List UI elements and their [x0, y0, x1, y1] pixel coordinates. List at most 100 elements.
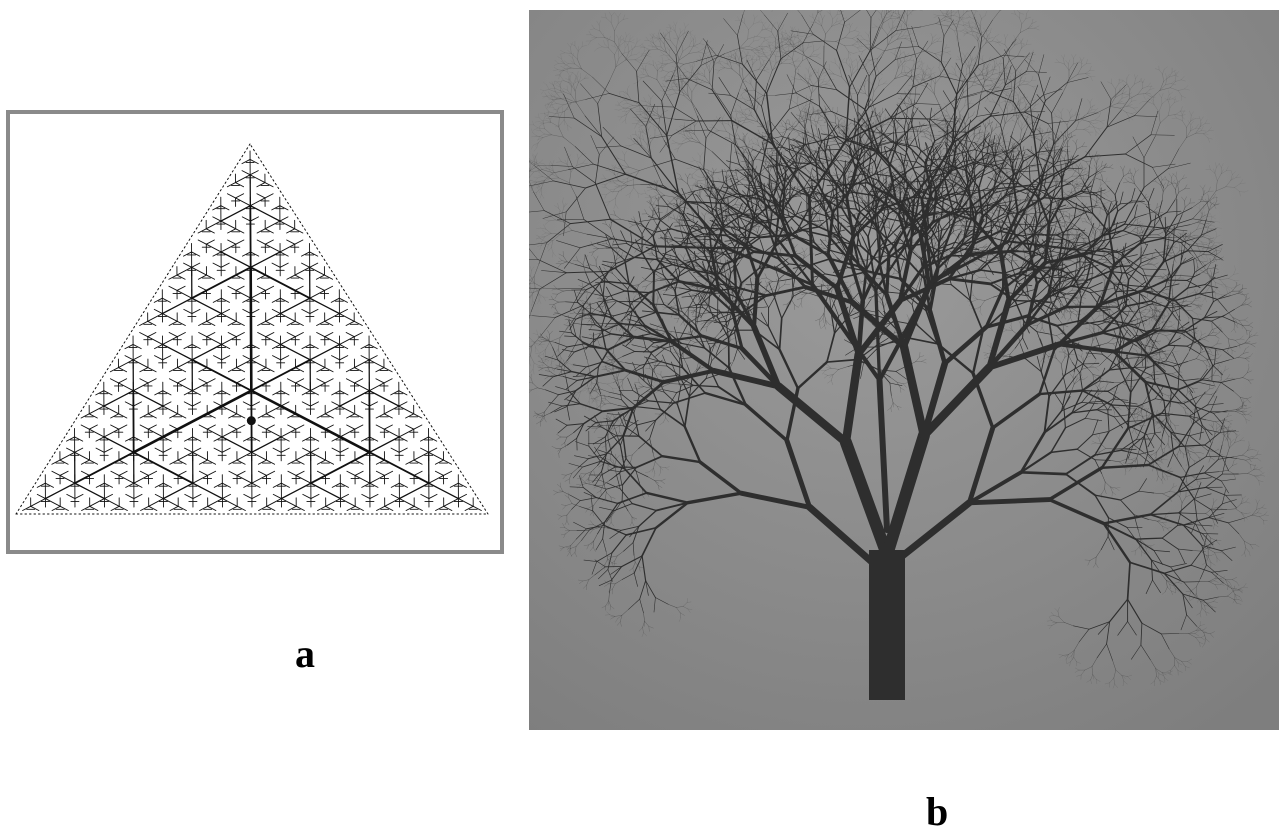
branch-segment: [280, 436, 290, 442]
tree-branch: [681, 232, 690, 243]
tree-branch: [722, 186, 736, 190]
tree-branch: [619, 472, 623, 486]
branch-segment: [228, 413, 238, 419]
tree-branch: [687, 233, 705, 240]
tree-branch: [750, 179, 752, 185]
tree-branch: [727, 288, 734, 313]
tree-branch: [582, 318, 587, 320]
branch-segment: [287, 413, 297, 419]
branch-segment: [74, 451, 90, 461]
tree-branch: [743, 157, 747, 166]
branch-segment: [74, 447, 84, 453]
branch-segment: [286, 378, 296, 384]
branch-segment: [44, 482, 54, 488]
panel-b-tree-image: [529, 10, 1279, 730]
branch-segment: [212, 251, 222, 257]
branch-segment: [265, 332, 275, 338]
tree-branch: [704, 226, 714, 238]
tree-branch: [677, 206, 684, 209]
tree-branch: [548, 366, 558, 370]
branch-segment: [280, 482, 290, 488]
tree-branch: [622, 351, 636, 357]
branch-segment: [354, 382, 370, 392]
branch-segment: [125, 493, 135, 500]
tree-branch: [841, 350, 863, 447]
tree-branch: [589, 268, 605, 282]
tree-branch: [879, 117, 882, 126]
branch-segment: [398, 401, 408, 407]
branch-segment: [227, 228, 237, 234]
tree-branch: [599, 311, 615, 317]
branch-segment: [139, 459, 149, 465]
tree-branch: [613, 235, 620, 249]
branch-segment: [191, 290, 207, 299]
tree-branch: [542, 376, 554, 387]
branch-segment: [295, 413, 305, 419]
tree-branch: [653, 254, 659, 259]
tree-branch: [573, 323, 583, 325]
tree-branch: [817, 157, 833, 162]
branch-segment: [147, 313, 163, 322]
tree-branch: [719, 220, 723, 225]
tree-branch: [670, 257, 675, 263]
branch-segment: [265, 336, 282, 345]
branch-segment: [183, 251, 193, 257]
tree-branch: [777, 193, 779, 198]
tree-branch: [619, 457, 627, 474]
tree-branch: [623, 318, 629, 321]
tree-branch: [911, 151, 922, 169]
branch-segment: [413, 459, 423, 465]
branch-segment: [398, 498, 415, 507]
tree-branch: [582, 290, 588, 293]
branch-segment: [354, 359, 370, 368]
branch-segment: [168, 274, 178, 280]
branch-segment: [250, 297, 260, 303]
tree-branch: [563, 289, 572, 292]
branch-segment: [162, 428, 179, 438]
tree-branch: [643, 257, 647, 260]
tree-branch: [651, 339, 673, 353]
tree-branch: [810, 111, 814, 118]
tree-branch: [651, 258, 658, 261]
tree-branch: [954, 185, 960, 187]
tree-branch: [668, 206, 684, 216]
branch-segment: [338, 313, 355, 322]
tree-branch: [672, 197, 677, 201]
tree-branch: [627, 276, 635, 290]
tree-branch: [613, 352, 616, 358]
tree-branch: [956, 164, 961, 167]
tree-branch: [763, 152, 768, 155]
branch-segment: [242, 343, 252, 350]
tree-branch: [555, 448, 562, 449]
tree-branch: [538, 411, 545, 415]
branch-segment: [220, 216, 230, 222]
tree-branch: [607, 346, 615, 350]
tree-branch: [757, 226, 760, 233]
tree-branch: [563, 256, 568, 262]
branch-segment: [405, 470, 415, 476]
tree-branch: [783, 155, 795, 164]
tree-branch: [549, 371, 556, 376]
tree-branch: [594, 369, 627, 378]
branch-segment: [153, 297, 163, 303]
tree-branch: [621, 327, 624, 332]
branch-segment: [420, 493, 430, 500]
branch-segment: [213, 493, 223, 500]
branch-segment: [353, 320, 363, 326]
tree-branch: [592, 245, 599, 249]
tree-branch: [629, 222, 633, 226]
branch-segment: [369, 482, 379, 488]
branch-segment: [191, 266, 207, 276]
branch-segment: [279, 205, 289, 211]
tree-branch: [648, 280, 680, 294]
triangle-outline: [15, 143, 489, 515]
branch-segment: [361, 447, 371, 453]
branch-segment: [264, 228, 274, 234]
tree-branch: [990, 198, 995, 200]
tree-branch: [675, 259, 681, 274]
tree-branch: [706, 195, 721, 201]
branch-segment: [183, 355, 193, 361]
tree-branch: [670, 244, 686, 247]
tree-branch: [538, 368, 543, 372]
tree-branch: [940, 136, 945, 143]
